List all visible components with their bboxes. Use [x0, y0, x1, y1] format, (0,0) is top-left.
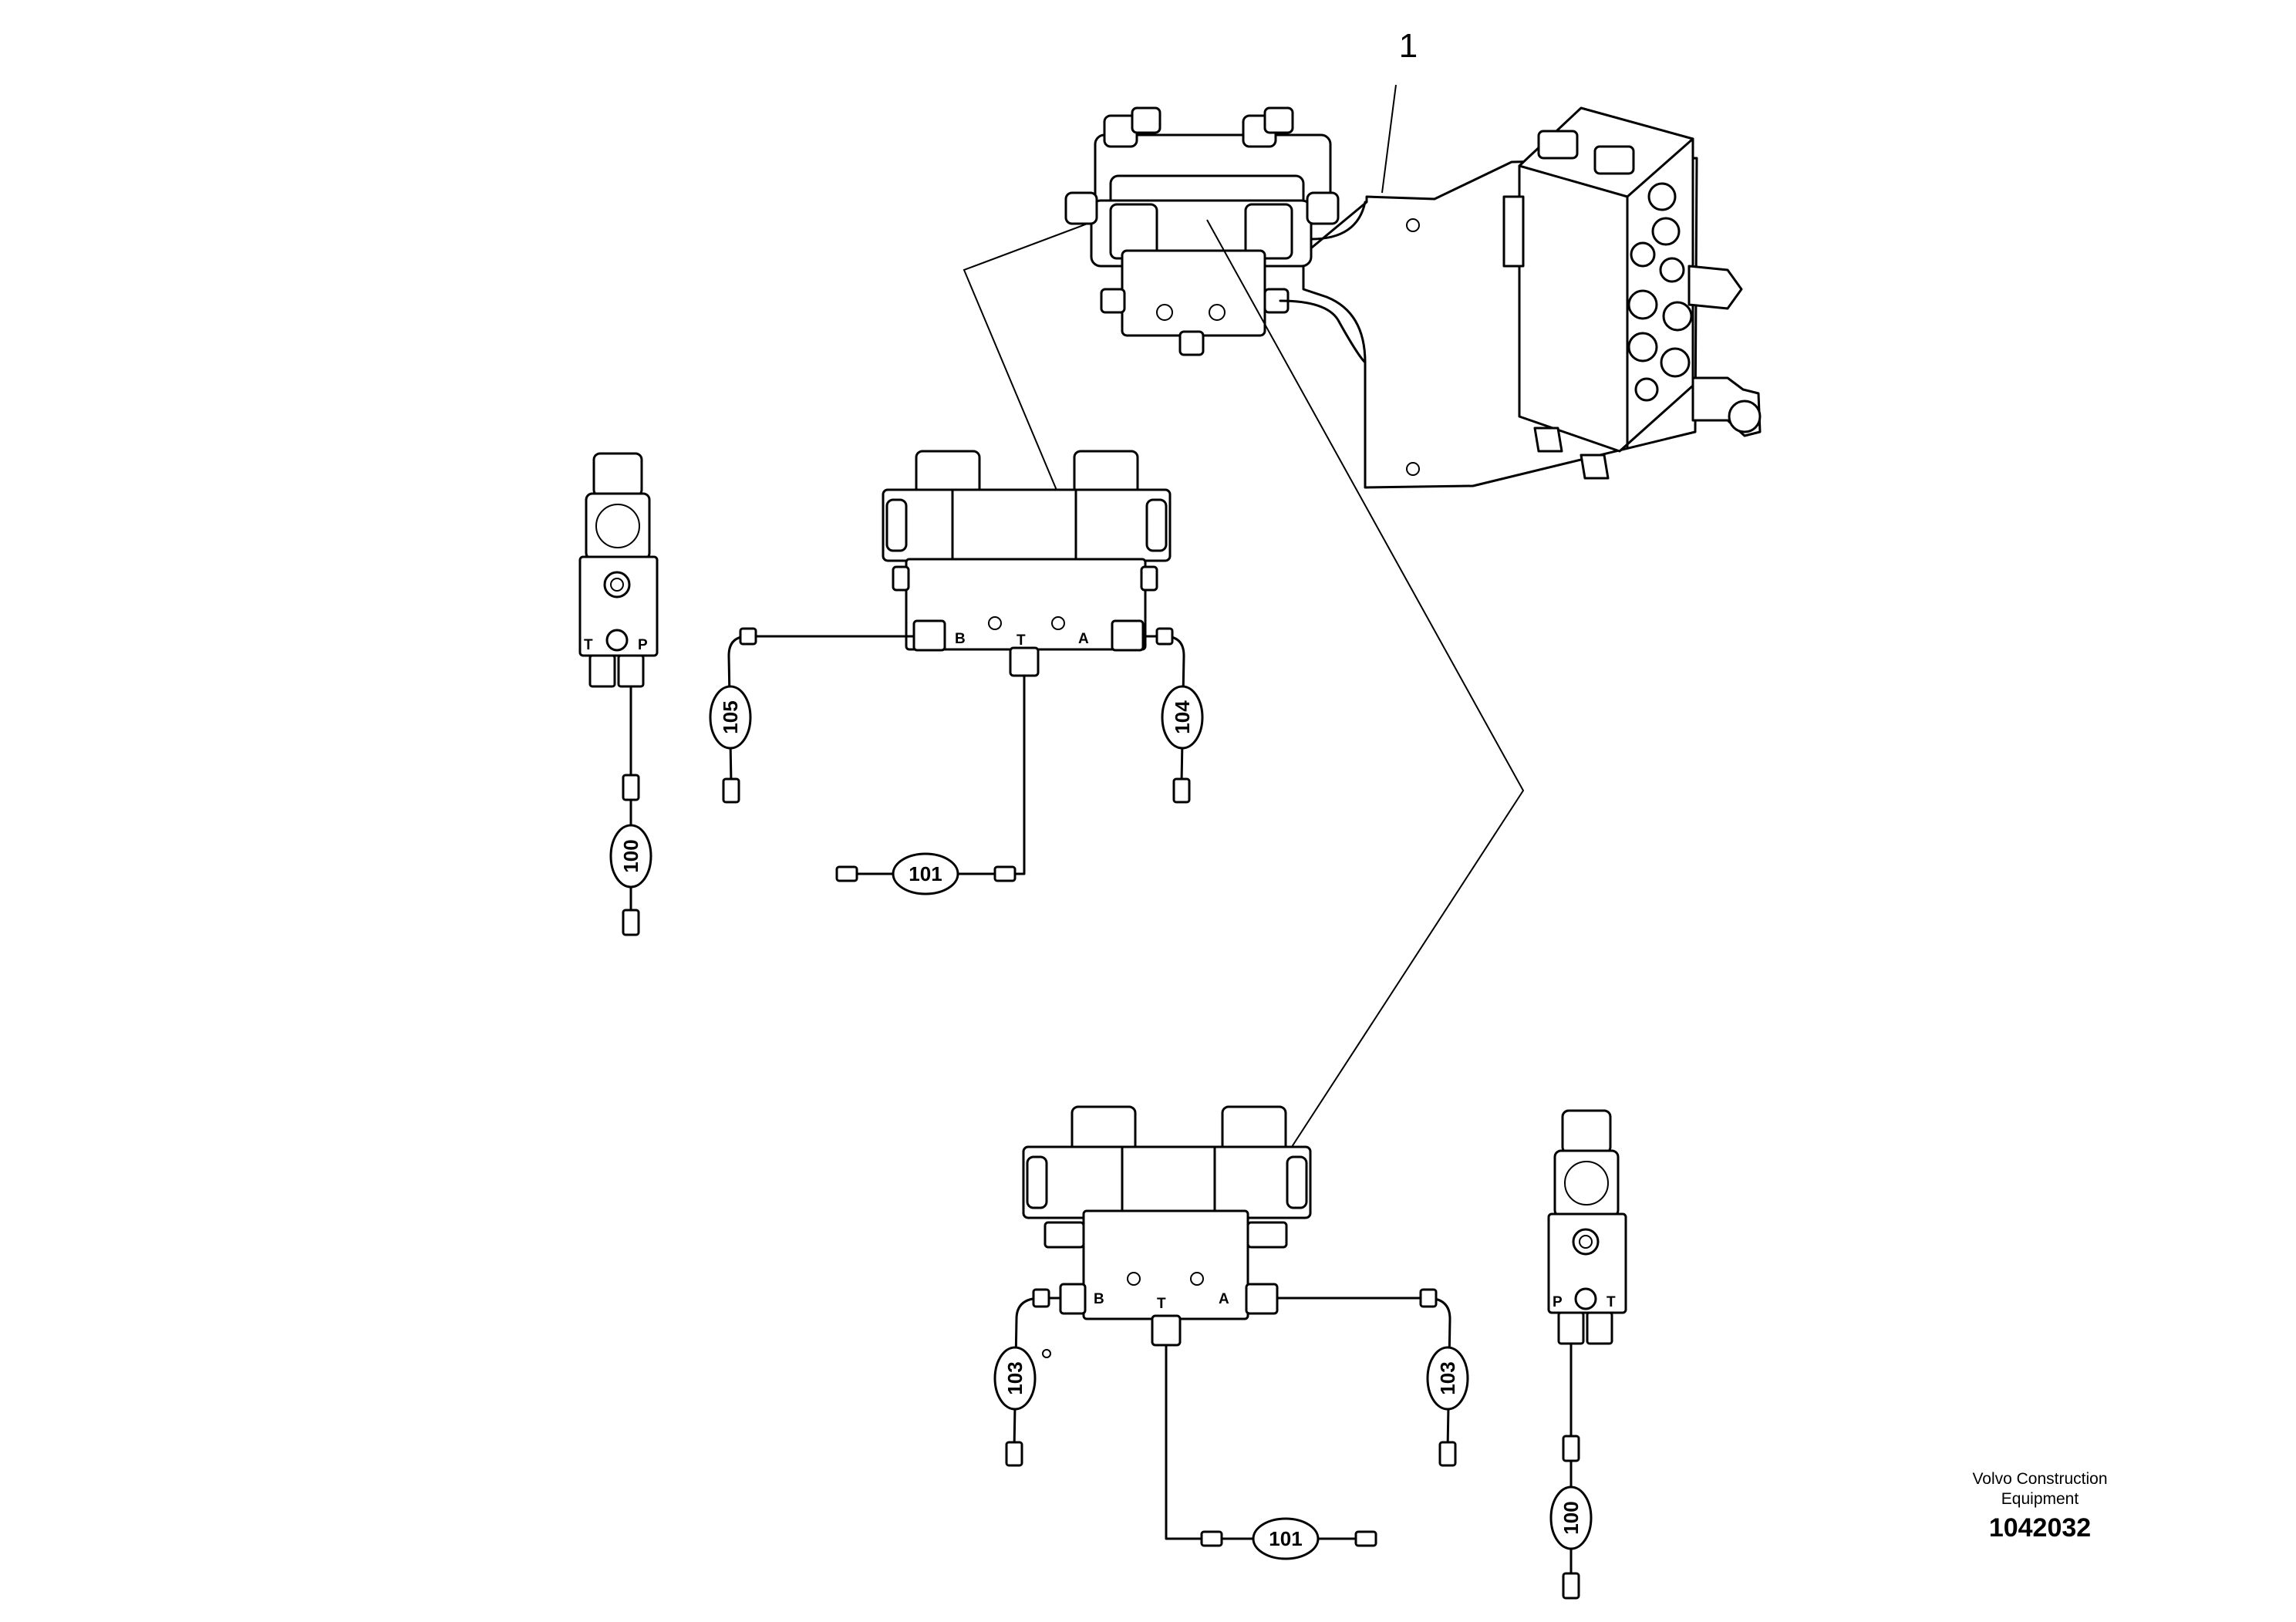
hose-105: 105 — [709, 627, 915, 804]
hose-101-lower-callout — [1252, 1517, 1320, 1560]
leader-lower-valve — [1206, 219, 1525, 1243]
right-solenoid-valve: P T — [1547, 1109, 1627, 1345]
manifold-plug — [1537, 130, 1579, 160]
hose-103-right: 103 — [1276, 1288, 1469, 1467]
hose-100-left-callout — [609, 824, 652, 889]
stacked-valve-pack — [1064, 106, 1367, 364]
port-fitting-b — [912, 619, 946, 652]
hose-105-callout — [709, 685, 752, 750]
reference-mark — [1042, 1349, 1051, 1358]
solenoid-body — [882, 488, 1172, 562]
bracket-bolt-hole — [1406, 462, 1420, 476]
solenoid-connector — [592, 452, 643, 497]
bracket-bolt-hole — [1406, 218, 1420, 232]
leader-upper-valve — [963, 223, 1088, 528]
company-name: Volvo Construction Equipment — [1913, 1469, 2167, 1509]
hose-101-lower-label: 101 — [1269, 1527, 1302, 1550]
hose-101-upper-label: 101 — [909, 862, 942, 885]
hose-105-label: 105 — [719, 700, 742, 733]
port-label-p: P — [1553, 1294, 1563, 1310]
hose-100-right-label: 100 — [1559, 1501, 1583, 1534]
hose-101-lower: 101 — [1165, 1344, 1377, 1560]
manifold-fittings — [1502, 182, 1762, 480]
solenoid-body — [1022, 1145, 1312, 1219]
left-solenoid-valve: T P — [578, 452, 659, 688]
port-fitting-t — [1009, 646, 1040, 677]
port-label-t: T — [1017, 632, 1026, 649]
upper-directional-valve: B T A — [882, 450, 1172, 677]
valve-assembly-item-1: 1 — [1064, 27, 1762, 489]
hose-104-callout — [1161, 685, 1204, 750]
hose-100-right-callout — [1549, 1485, 1593, 1550]
port-fitting-b — [1059, 1283, 1087, 1315]
port-label-a: A — [1078, 631, 1089, 647]
port-label-p: P — [638, 637, 648, 653]
hose-101-upper-callout — [892, 852, 959, 895]
solenoid-connector — [1561, 1109, 1612, 1155]
port-label-b: B — [1094, 1291, 1104, 1307]
port-fitting-t — [1151, 1314, 1182, 1347]
hose-104: 104 — [1141, 627, 1204, 804]
hose-100-left-label: 100 — [619, 839, 642, 872]
item-number: 1 — [1399, 27, 1418, 65]
port-label-t: T — [1607, 1294, 1616, 1310]
port-label-t: T — [1157, 1296, 1166, 1312]
hose-103-right-label: 103 — [1436, 1361, 1459, 1394]
item-leader — [1381, 84, 1397, 194]
company-name-line2: Equipment — [2001, 1490, 2079, 1508]
hose-100-right: 100 — [1549, 1342, 1593, 1600]
drawing-number: 1042032 — [1988, 1513, 2092, 1543]
manifold-plug — [1593, 145, 1635, 175]
company-name-line1: Volvo Construction — [1972, 1470, 2108, 1488]
hose-100-left: 100 — [609, 685, 652, 936]
lower-directional-valve: B T A — [1022, 1105, 1312, 1347]
hose-103-right-callout — [1426, 1346, 1469, 1411]
port-label-a: A — [1219, 1291, 1229, 1307]
port-fitting-a — [1245, 1283, 1279, 1315]
hose-103-left-callout — [993, 1346, 1037, 1411]
port-fitting-a — [1111, 619, 1145, 652]
port-label-t: T — [584, 637, 593, 653]
hose-101-upper: 101 — [835, 674, 1026, 895]
hose-103-left-label: 103 — [1003, 1361, 1027, 1394]
hose-104-label: 104 — [1171, 700, 1194, 734]
port-label-b: B — [955, 631, 966, 647]
hose-103-left: 103 — [993, 1288, 1062, 1467]
